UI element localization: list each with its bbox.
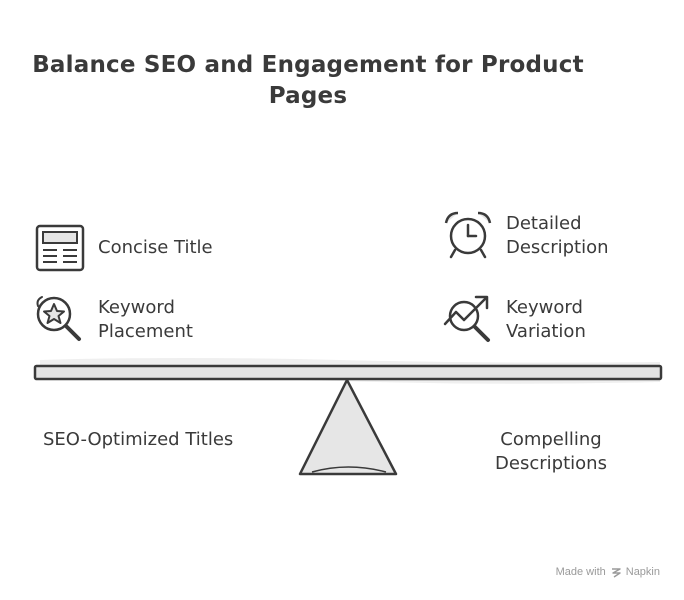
napkin-logo-icon: [610, 566, 622, 578]
right-item-label-2: Keyword Variation: [506, 297, 586, 342]
left-item-label-1: Concise Title: [98, 237, 213, 258]
fulcrum-base-shade: [311, 466, 387, 473]
napkin-brand-text: Napkin: [625, 566, 660, 578]
made-with-text: Made with: [555, 566, 606, 578]
right-caption: Compelling Descriptions: [495, 429, 607, 474]
fulcrum-triangle: [298, 378, 398, 476]
trend-magnifier-icon: [442, 292, 494, 344]
newspaper-icon: [34, 223, 86, 275]
balance-beam: [33, 364, 663, 381]
left-item-label-2: Keyword Placement: [98, 297, 193, 342]
left-caption: SEO-Optimized Titles: [43, 429, 234, 450]
made-with-napkin-footer: Made with Napkin: [556, 566, 660, 578]
magnifier-star-icon: [32, 292, 84, 344]
right-item-label-1: Detailed Description: [506, 213, 609, 258]
alarm-clock-icon: [442, 209, 494, 261]
diagram-title: Balance SEO and Engagement for Product P…: [32, 52, 584, 109]
